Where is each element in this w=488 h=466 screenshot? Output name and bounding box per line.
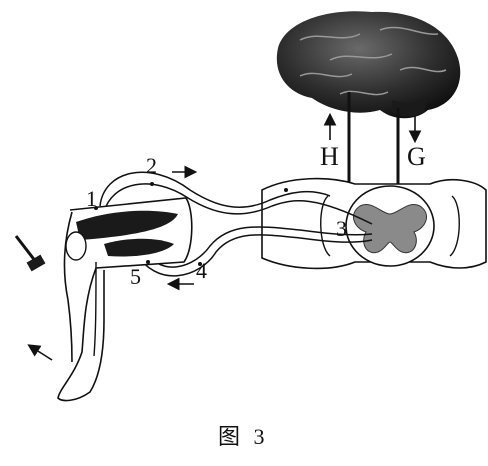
brain-icon bbox=[276, 11, 461, 119]
label-H: H bbox=[320, 142, 339, 171]
label-1: 1 bbox=[86, 186, 97, 211]
label-5: 5 bbox=[130, 264, 141, 289]
reflex-hammer-icon bbox=[14, 235, 46, 272]
label-G: G bbox=[407, 142, 426, 171]
leg-icon bbox=[57, 197, 193, 402]
figure-caption: 图 3 bbox=[218, 424, 269, 449]
spinal-cord-cross-section bbox=[261, 177, 487, 270]
label-4: 4 bbox=[196, 258, 207, 283]
label-2: 2 bbox=[146, 153, 157, 178]
label-3: 3 bbox=[336, 216, 347, 241]
